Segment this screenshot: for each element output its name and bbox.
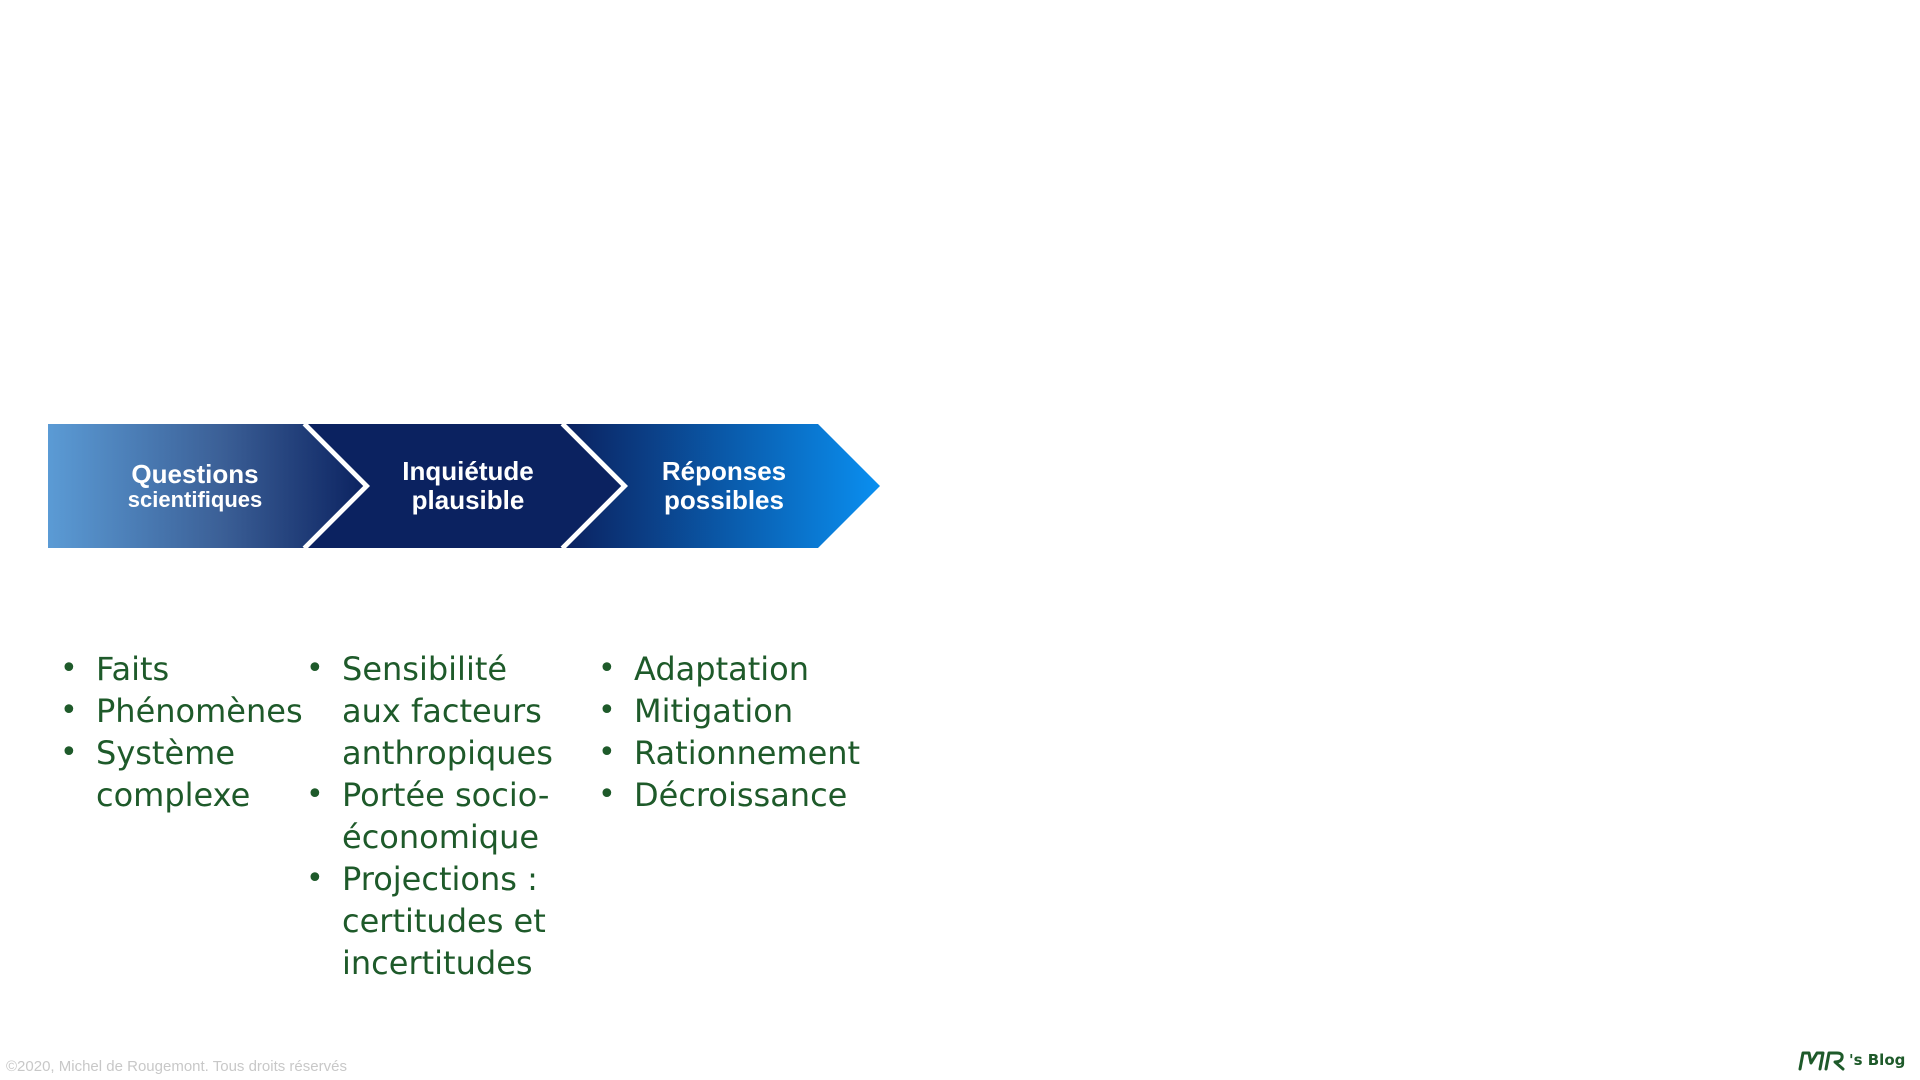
- chevron-step-3: [566, 424, 880, 548]
- logo-text: 's Blog: [1849, 1051, 1906, 1069]
- step-2-title: Inquiétude: [402, 456, 534, 487]
- list-item: Faits: [60, 648, 320, 690]
- step-1-subtitle: scientifiques: [127, 487, 263, 513]
- chevron-step-2: [308, 424, 624, 548]
- step-2-label: Inquiétude plausible: [368, 424, 568, 548]
- blog-logo: 's Blog: [1797, 1045, 1905, 1075]
- step-3-title: Réponses: [661, 456, 787, 487]
- chevron-step-1: [48, 424, 366, 548]
- logo-mark-icon: [1798, 1051, 1845, 1071]
- copyright-notice: ©2020, Michel de Rougemont. Tous droits …: [6, 1058, 347, 1075]
- bullet-list-reponses: Adaptation Mitigation Rationnement Décro…: [598, 648, 898, 816]
- list-item: Mitigation: [598, 690, 898, 732]
- list-item: Portée socio-économique: [306, 774, 556, 858]
- bullet-list-questions: Faits Phénomènes Système complexe: [60, 648, 320, 816]
- step-1-title: Questions: [131, 458, 259, 489]
- list-item: Adaptation: [598, 648, 898, 690]
- list-item: Phénomènes: [60, 690, 320, 732]
- list-item: Sensibilité aux facteurs anthropiques: [306, 648, 556, 774]
- list-item: Rationnement: [598, 732, 898, 774]
- list-item: Système complexe: [60, 732, 320, 816]
- step-3-label: Réponses possibles: [624, 424, 824, 548]
- step-2-subtitle: plausible: [411, 485, 525, 515]
- step-1-label: Questions scientifiques: [90, 424, 300, 548]
- chevron-separator-2: [560, 422, 627, 550]
- bullet-list-inquietude: Sensibilité aux facteurs anthropiques Po…: [306, 648, 556, 984]
- list-item: Projections : certitudes et incertitudes: [306, 858, 556, 984]
- chevron-separator-1: [302, 422, 369, 550]
- step-3-subtitle: possibles: [664, 485, 784, 515]
- list-item: Décroissance: [598, 774, 898, 816]
